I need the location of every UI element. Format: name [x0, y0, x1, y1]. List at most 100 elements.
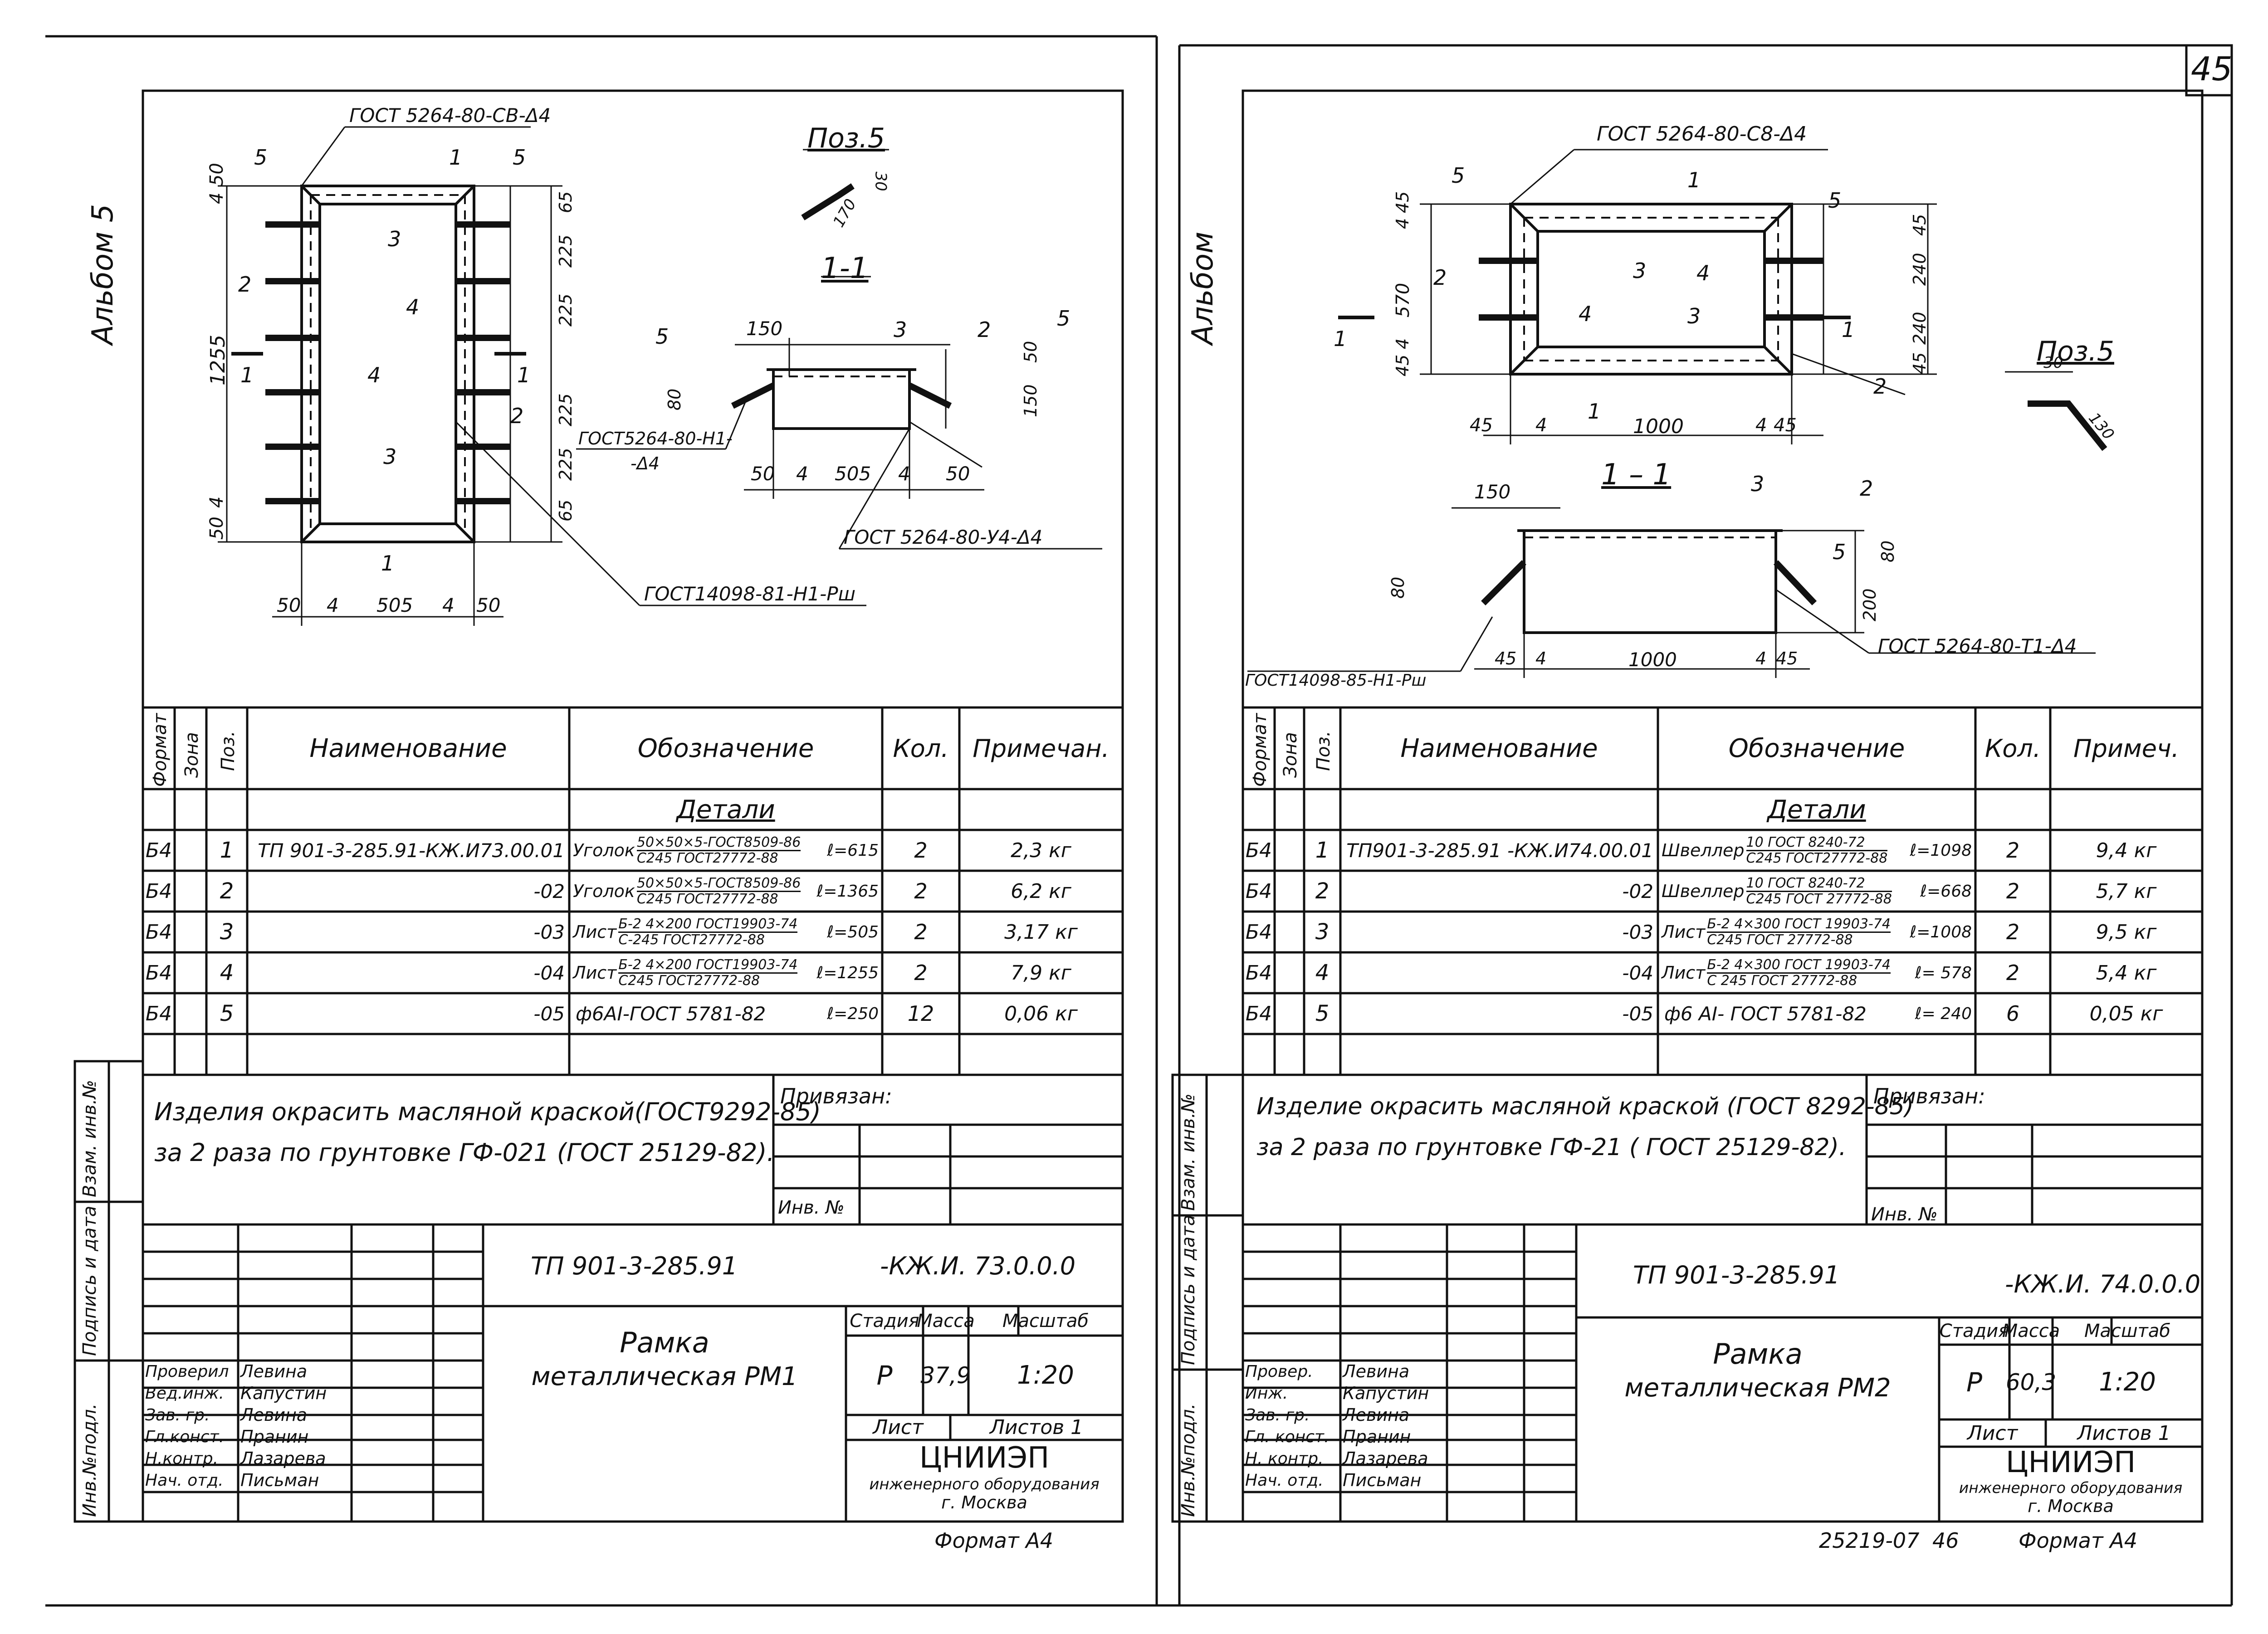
dimension-label: 65	[556, 499, 576, 522]
privyazan-label: Привязан:	[1873, 1084, 1985, 1108]
profile-type: Лист	[573, 963, 617, 983]
role-label: Провер.	[1245, 1362, 1313, 1381]
side-column-label: Взам. инв.№	[1178, 1093, 1199, 1211]
dimension-label: 4	[206, 496, 227, 508]
table-header: Примеч.	[2073, 734, 2179, 763]
side-column-label: Инв.№подл.	[79, 1403, 100, 1517]
callout-label: 2	[1433, 265, 1447, 290]
length-value: ℓ= 240	[1915, 1004, 1972, 1023]
sheets-count: Листов 1	[2077, 1421, 2171, 1445]
fraction-numerator: Б-2 4×300 ГОСТ 19903-74	[1707, 916, 1891, 933]
stage-value: Р	[1966, 1366, 1982, 1398]
role-label: Нач. отд.	[145, 1471, 224, 1490]
profile-type: Швеллер	[1662, 840, 1745, 860]
callout-label: 2	[1873, 374, 1887, 399]
callout-label: 3	[383, 444, 397, 469]
format-cell: Б4	[1245, 1002, 1272, 1025]
privyazan-label: Привязан:	[780, 1084, 892, 1108]
profile-type: Швеллер	[1662, 881, 1745, 901]
note-cell: 7,9 кг	[1011, 961, 1071, 985]
side-column-label: Взам. инв.№	[79, 1080, 100, 1197]
name-cell: -05	[1622, 1002, 1653, 1025]
dimension-label: 4	[1755, 649, 1767, 668]
gost-label: ГОСТ 5264-80-У4-Δ4	[844, 526, 1043, 548]
note-cell: 3,17 кг	[1004, 920, 1078, 944]
dimension-label: 80	[1878, 540, 1898, 562]
dimension-label: 240	[1910, 312, 1930, 345]
dimension-label: 1255	[206, 335, 230, 385]
position-cell: 5	[220, 1001, 234, 1026]
dimension-label: 4	[1755, 415, 1767, 436]
stage-value: Р	[876, 1360, 893, 1391]
dimension-label: 225	[556, 234, 576, 268]
format-cell: Б4	[1245, 879, 1272, 903]
organization-subtitle: инженерного оборудования	[869, 1475, 1100, 1493]
table-header: Примечан.	[973, 734, 1110, 763]
format-cell: Б4	[145, 920, 172, 944]
position-cell: 4	[220, 960, 234, 985]
dimension-label: 45	[1470, 415, 1493, 436]
name-cell: ТП 901-3-285.91-КЖ.И73.00.01	[258, 839, 565, 862]
document-code-suffix: -КЖ.И. 73.0.0.0	[880, 1252, 1076, 1280]
mass-value: 60,3	[2005, 1369, 2057, 1395]
callout-label: 3	[1633, 259, 1647, 283]
callout-label: 3	[1687, 304, 1701, 328]
sheets-count: Листов 1	[989, 1416, 1084, 1439]
role-label: Н. контр.	[1245, 1449, 1324, 1468]
callout-label: 2	[978, 317, 991, 342]
signer-name: Левина	[1343, 1361, 1410, 1381]
signer-name: Капустин	[1343, 1383, 1429, 1403]
designation-body: ф6 АI- ГОСТ 5781-82	[1662, 1003, 1867, 1025]
quantity-cell: 2	[2006, 961, 2020, 985]
format-label: Формат А4	[934, 1528, 1053, 1553]
dimension-label: 4	[796, 463, 808, 485]
document-code-suffix: -КЖ.И. 74.0.0.0	[2005, 1270, 2201, 1298]
signer-name: Лазарева	[1343, 1449, 1428, 1468]
organization-city: г. Москва	[941, 1492, 1027, 1512]
note-cell: 0,06 кг	[1004, 1002, 1078, 1025]
length-value: ℓ=1008	[1910, 922, 1972, 941]
dimension-label: 150	[1021, 384, 1041, 417]
archive-code: 25219-07	[1819, 1528, 1920, 1553]
signer-name: Лазарева	[240, 1449, 326, 1468]
dimension-label: 50	[476, 594, 501, 616]
dimension-label: 45	[1495, 649, 1517, 668]
dimension-label: 570	[1393, 283, 1413, 317]
dimension-label: 45	[1910, 352, 1930, 374]
dimension-label: 505	[376, 594, 413, 616]
dimension-label: 1000	[1633, 415, 1684, 438]
dimension-label: 225	[556, 448, 576, 481]
dimension-label: 4	[327, 594, 339, 616]
table-header: Формат	[150, 713, 171, 787]
format-cell: Б4	[145, 961, 172, 985]
inv-no-label: Инв. №	[1871, 1204, 1938, 1225]
table-header: Кол.	[1984, 734, 2041, 763]
table-header: Наименование	[309, 733, 507, 763]
fraction-numerator: 10 ГОСТ 8240-72	[1746, 835, 1888, 851]
table-header: Зона	[181, 732, 202, 778]
callout-label: 1	[1588, 399, 1601, 424]
format-cell: Б4	[1245, 961, 1272, 985]
role-label: Н.контр.	[145, 1449, 219, 1468]
quantity-cell: 2	[914, 838, 928, 863]
table-header: Наименование	[1400, 733, 1598, 763]
paint-note: Изделие окрасить масляной краской (ГОСТ …	[1256, 1093, 1914, 1120]
dimension-label: 505	[835, 463, 871, 485]
dimension-label: 4	[206, 192, 227, 204]
role-label: Зав. гр.	[145, 1405, 210, 1424]
length-value: ℓ=250	[827, 1004, 879, 1023]
dimension-label: 65	[556, 191, 576, 213]
callout-label: 5	[655, 324, 669, 349]
table-header: Кол.	[893, 734, 949, 763]
gost-label: -Δ4	[631, 454, 660, 473]
note-cell: 9,5 кг	[2096, 920, 2157, 944]
name-cell: -03	[533, 921, 565, 943]
stage-header: Стадия	[850, 1310, 919, 1332]
note-cell: 9,4 кг	[2096, 839, 2157, 862]
dimension-label: 50	[751, 463, 775, 485]
